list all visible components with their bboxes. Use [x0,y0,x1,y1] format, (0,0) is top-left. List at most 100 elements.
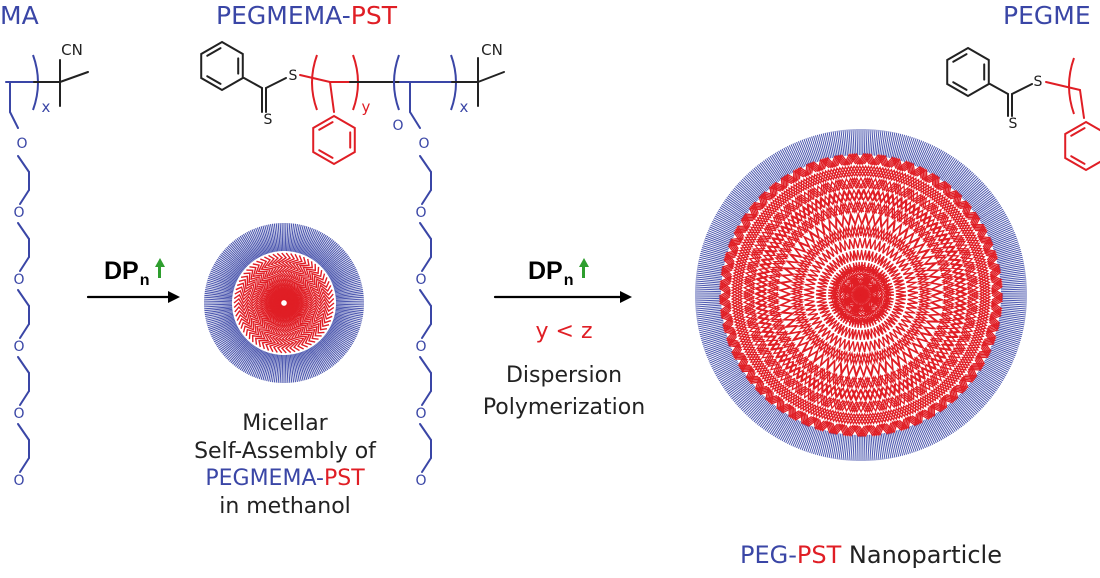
peg-corona-chain [695,302,722,306]
peg-corona-chain [289,223,295,252]
phenyl-ring [200,40,244,92]
peg-corona-chain [292,224,299,252]
cyano-label: CN [481,41,503,59]
peg-corona-chain [698,258,725,266]
peg-corona-chain [998,266,1025,272]
peg-corona-chain [238,236,255,261]
aromatic-bond [318,149,334,159]
dp-text: DP [104,257,139,285]
step2-dp-label: DPn [528,256,589,291]
peg-corona-chain [995,332,1021,342]
peg-corona-chain [942,160,959,183]
peg-corona-chain [973,197,996,214]
peg-corona-chain [986,220,1011,234]
peg-corona-chain [269,224,276,252]
peg-corona-chain [779,149,794,173]
peg-corona-chain [756,165,774,187]
pst-core-chain [245,304,283,337]
pst-core-chain [970,249,992,303]
pst-core-chain [766,278,781,318]
pst-core-chain [754,250,777,294]
peg-corona-chain [205,312,234,319]
pst-core-chain [284,305,305,350]
peg-corona-chain [785,146,798,171]
peg-corona-chain [880,130,886,157]
aromatic-bond [206,47,222,57]
pst-core-chain [885,193,928,224]
pst-core-chain [246,269,283,302]
peg-corona-chain [796,423,808,449]
pst-core-chain [749,351,793,398]
peg-corona-chain [995,247,1021,256]
peg-corona-chain [906,138,917,164]
oxygen-atom: O [415,473,426,489]
peg-corona-chain [321,248,343,268]
peg-corona-chain [976,201,1000,218]
peg-corona-chain [964,388,985,407]
peg-corona-chain [220,253,244,272]
pst-core-chain [933,298,956,337]
peg-corona-chain [221,335,244,354]
peg-corona-chain [727,195,750,212]
pst-core-chain [853,164,908,186]
pst-core-chain [949,327,985,378]
peg-corona-chain [776,151,791,175]
peg-corona-chain [701,248,727,258]
bond [1045,81,1081,91]
peg-corona-chain [732,383,754,401]
pst-core-chain [948,289,968,333]
condition-label: y < z [535,319,593,344]
pst-core-chain [826,200,865,220]
pst-core-chain [758,315,788,358]
peg-corona-chain [998,319,1025,326]
peg-corona-chain [856,434,859,461]
peg-corona-chain [991,344,1017,355]
oxygen-atom: O [415,406,426,422]
peg-corona-chain [786,145,800,170]
oxygen-atom: O [13,205,24,221]
peg-corona-chain [779,417,794,441]
peg-corona-chain [330,267,356,281]
peg-corona-chain [733,187,755,206]
peg-corona-chain [1000,302,1027,306]
peg-corona-chain [741,178,762,198]
pst-core-chain [263,256,284,301]
peg-corona-chain [946,164,964,186]
peg-corona-chain [204,292,233,298]
peg-corona-chain [916,423,928,448]
pst-core-chain [265,305,284,351]
pst-core-chain [285,305,312,346]
peg-corona-chain [960,178,981,198]
peg-corona-chain [277,354,281,383]
peg-corona-chain [863,434,866,461]
peg-corona-chain [737,183,758,202]
peg-corona-chain [244,348,260,374]
peg-corona-chain [998,318,1025,324]
peg-corona-chain [731,382,753,400]
peg-corona-chain [736,387,757,406]
peg-corona-chain [324,334,348,353]
peg-corona-chain [1000,276,1027,281]
peg-corona-chain [989,228,1014,240]
peg-corona-chain [932,152,948,176]
peg-corona-chain [911,140,923,165]
pst-core-chain [838,387,883,402]
peg-corona-chain [713,359,738,373]
micelle-caption-line1: Micellar [242,411,328,436]
peg-corona-chain [335,290,364,297]
bond [329,81,335,113]
pst-core-chain [754,263,772,307]
arrow-head-step1 [168,291,180,303]
peg-corona-chain [761,161,778,184]
peg-corona-chain [882,433,888,460]
bond [19,256,30,272]
peg-corona-chain [335,294,364,299]
pst-core-chain [258,305,284,348]
pst-core-chain [800,205,839,234]
peg-corona-chain [301,228,313,255]
peg-corona-chain [326,332,351,349]
peg-corona-chain [874,434,878,461]
oxygen-atom: O [418,136,429,152]
pst-core-chain [895,346,933,379]
peg-corona-chain [246,231,261,258]
